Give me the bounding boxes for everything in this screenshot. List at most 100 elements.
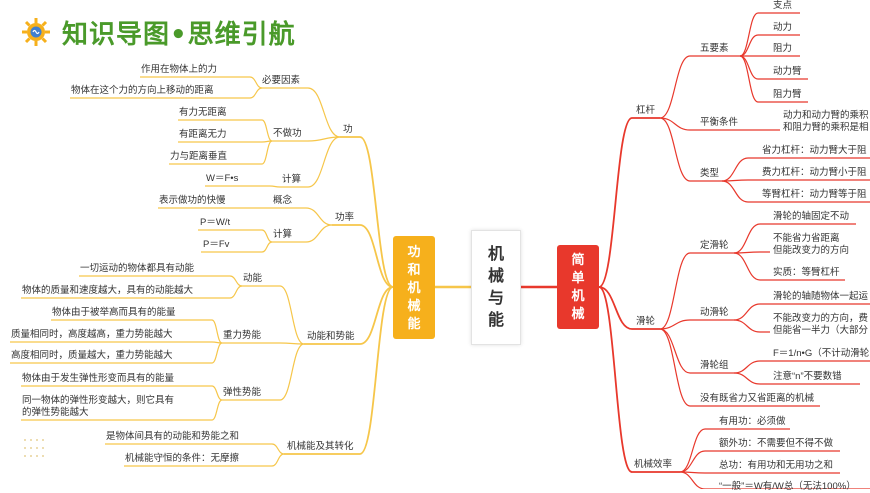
connector-line <box>284 286 394 455</box>
connector-line <box>598 286 660 330</box>
leaf-fixed-4: 实质：等臂杠杆 <box>773 267 840 278</box>
node-moving: 动滑轮 <box>700 307 729 318</box>
center-char: 与 <box>487 289 504 307</box>
connector-line <box>21 399 223 421</box>
node-work-calc: 计算 <box>282 174 302 185</box>
connector-line <box>201 241 273 253</box>
leaf-fixed-2: 不能省力省距离 <box>773 233 840 244</box>
leaf-element-5: 阻力臂 <box>773 89 802 100</box>
left-root-char: 和 <box>407 261 421 277</box>
connector-line <box>272 207 333 226</box>
leaf-eff-3: 总功：有用功和无用功之和 <box>719 460 834 471</box>
connector-line <box>598 117 660 288</box>
banner-title: 知识导图•思维引航 <box>62 19 296 50</box>
connector-line <box>659 55 740 119</box>
connector-line <box>205 185 281 188</box>
connector-line <box>721 157 870 182</box>
node-work: 功 <box>343 124 353 135</box>
leaf-moving-2: 不能改变力的方向，费 <box>773 313 869 324</box>
leaf-power-f1: P＝W/t <box>200 217 231 228</box>
center-char: 机 <box>487 245 504 263</box>
leaf-gravity-2: 质量相同时，高度越高，重力势能越大 <box>11 329 173 340</box>
leaf-elastic-2: 同一物体的弹性形变越大，则它具有 <box>22 395 175 406</box>
node-energy: 动能和势能 <box>307 331 355 342</box>
leaf-gravity-3: 高度相同时，质量越大，重力势能越大 <box>11 350 173 361</box>
right-root-char: 机 <box>571 288 585 303</box>
connector-line <box>733 372 860 385</box>
connector-line <box>733 223 856 254</box>
leaf-kinetic-2: 物体的质量和速度越大，具有的动能越大 <box>22 285 194 296</box>
connector-line <box>659 252 734 330</box>
leaf-eff-4: “一般”＝W有/W总（无法100%） <box>719 481 856 492</box>
leaf-fixed-1: 滑轮的轴固定不动 <box>773 211 850 222</box>
right-root-char: 单 <box>571 270 585 285</box>
leaf-element-4: 动力臂 <box>773 66 802 77</box>
connector-line <box>21 385 223 401</box>
node-lever: 杠杆 <box>636 105 656 116</box>
leaf-group-2: 注意“n”不要数错 <box>773 371 842 382</box>
leaf-work-formula: W＝F•s <box>206 173 239 184</box>
connector-line <box>739 12 800 57</box>
connector-line <box>304 286 394 345</box>
leaf-no-work-1: 有力无距离 <box>179 107 227 118</box>
node-power-calc: 计算 <box>273 229 293 240</box>
connector-line <box>733 252 845 281</box>
leaf-balance-1: 动力和动力臂的乘积 <box>783 110 869 121</box>
leaf-eff-1: 有用功：必须做 <box>719 416 786 427</box>
connector-line <box>721 180 870 203</box>
leaf-gravity-1: 物体由于被举高而具有的能量 <box>52 307 176 318</box>
leaf-essential-1: 作用在物体上的力 <box>141 64 218 75</box>
connector-line <box>659 117 740 131</box>
banner: 知识导图•思维引航 <box>20 14 296 50</box>
leaf-essential-2: 物体在这个力的方向上移动的距离 <box>71 85 214 96</box>
connector-line <box>679 428 790 473</box>
connector-line <box>659 328 734 374</box>
leaf-no-work-3: 力与距离垂直 <box>170 151 228 162</box>
connector-line <box>721 179 870 182</box>
connector-line <box>733 303 870 321</box>
leaf-kinetic-1: 一切运动的物体都具有动能 <box>80 263 195 274</box>
left-root-node: 功 和 机 械 能 <box>393 236 435 339</box>
leaf-element-1: 支点 <box>773 0 793 11</box>
node-efficiency: 机械效率 <box>634 459 673 470</box>
node-gravity: 重力势能 <box>223 330 262 341</box>
connector-line <box>659 328 820 407</box>
leaf-element-3: 阻力 <box>773 43 793 54</box>
connector-line <box>679 450 840 473</box>
connector-line <box>51 319 223 344</box>
connector-line <box>70 87 263 99</box>
leaf-mech-2: 机械能守恒的条件：无摩擦 <box>125 453 240 464</box>
connector-line <box>733 251 770 254</box>
connector-line <box>340 136 394 288</box>
center-char: 能 <box>487 311 504 329</box>
node-group: 滑轮组 <box>700 360 729 371</box>
brain-gear-icon <box>22 18 50 46</box>
connector-line <box>679 471 840 474</box>
leaf-type-1: 省力杠杆：动力臂大于阻 <box>762 145 867 156</box>
center-char: 械 <box>487 267 504 285</box>
leaf-fixed-3: 但能改变力的方向 <box>773 245 850 256</box>
leaf-no-work-2: 有距离无力 <box>179 129 227 140</box>
leaf-pulley-none: 没有既省力又省距离的机械 <box>700 393 815 404</box>
left-root-char: 械 <box>407 297 421 313</box>
leaf-moving-1: 滑轮的轴随物体一起运 <box>773 291 869 302</box>
node-types: 类型 <box>700 168 720 179</box>
connector-line <box>105 443 285 455</box>
connector-line <box>79 275 243 287</box>
left-root-char: 能 <box>407 315 421 331</box>
connector-line <box>169 140 273 165</box>
connector-line <box>598 286 680 473</box>
connector-line <box>140 76 263 89</box>
right-root-char: 械 <box>571 306 585 321</box>
leaf-type-2: 费力杠杆：动力臂小于阻 <box>762 167 867 178</box>
node-fixed: 定滑轮 <box>700 240 729 251</box>
connector-line <box>198 229 273 243</box>
connector-line <box>10 341 223 344</box>
leaf-element-2: 动力 <box>773 22 793 33</box>
connector-line <box>124 453 285 467</box>
connector-line <box>659 319 734 330</box>
leaf-type-3: 等臂杠杆：动力臂等于阻 <box>762 189 867 200</box>
connector-line <box>332 224 394 288</box>
connector-line <box>739 55 808 103</box>
